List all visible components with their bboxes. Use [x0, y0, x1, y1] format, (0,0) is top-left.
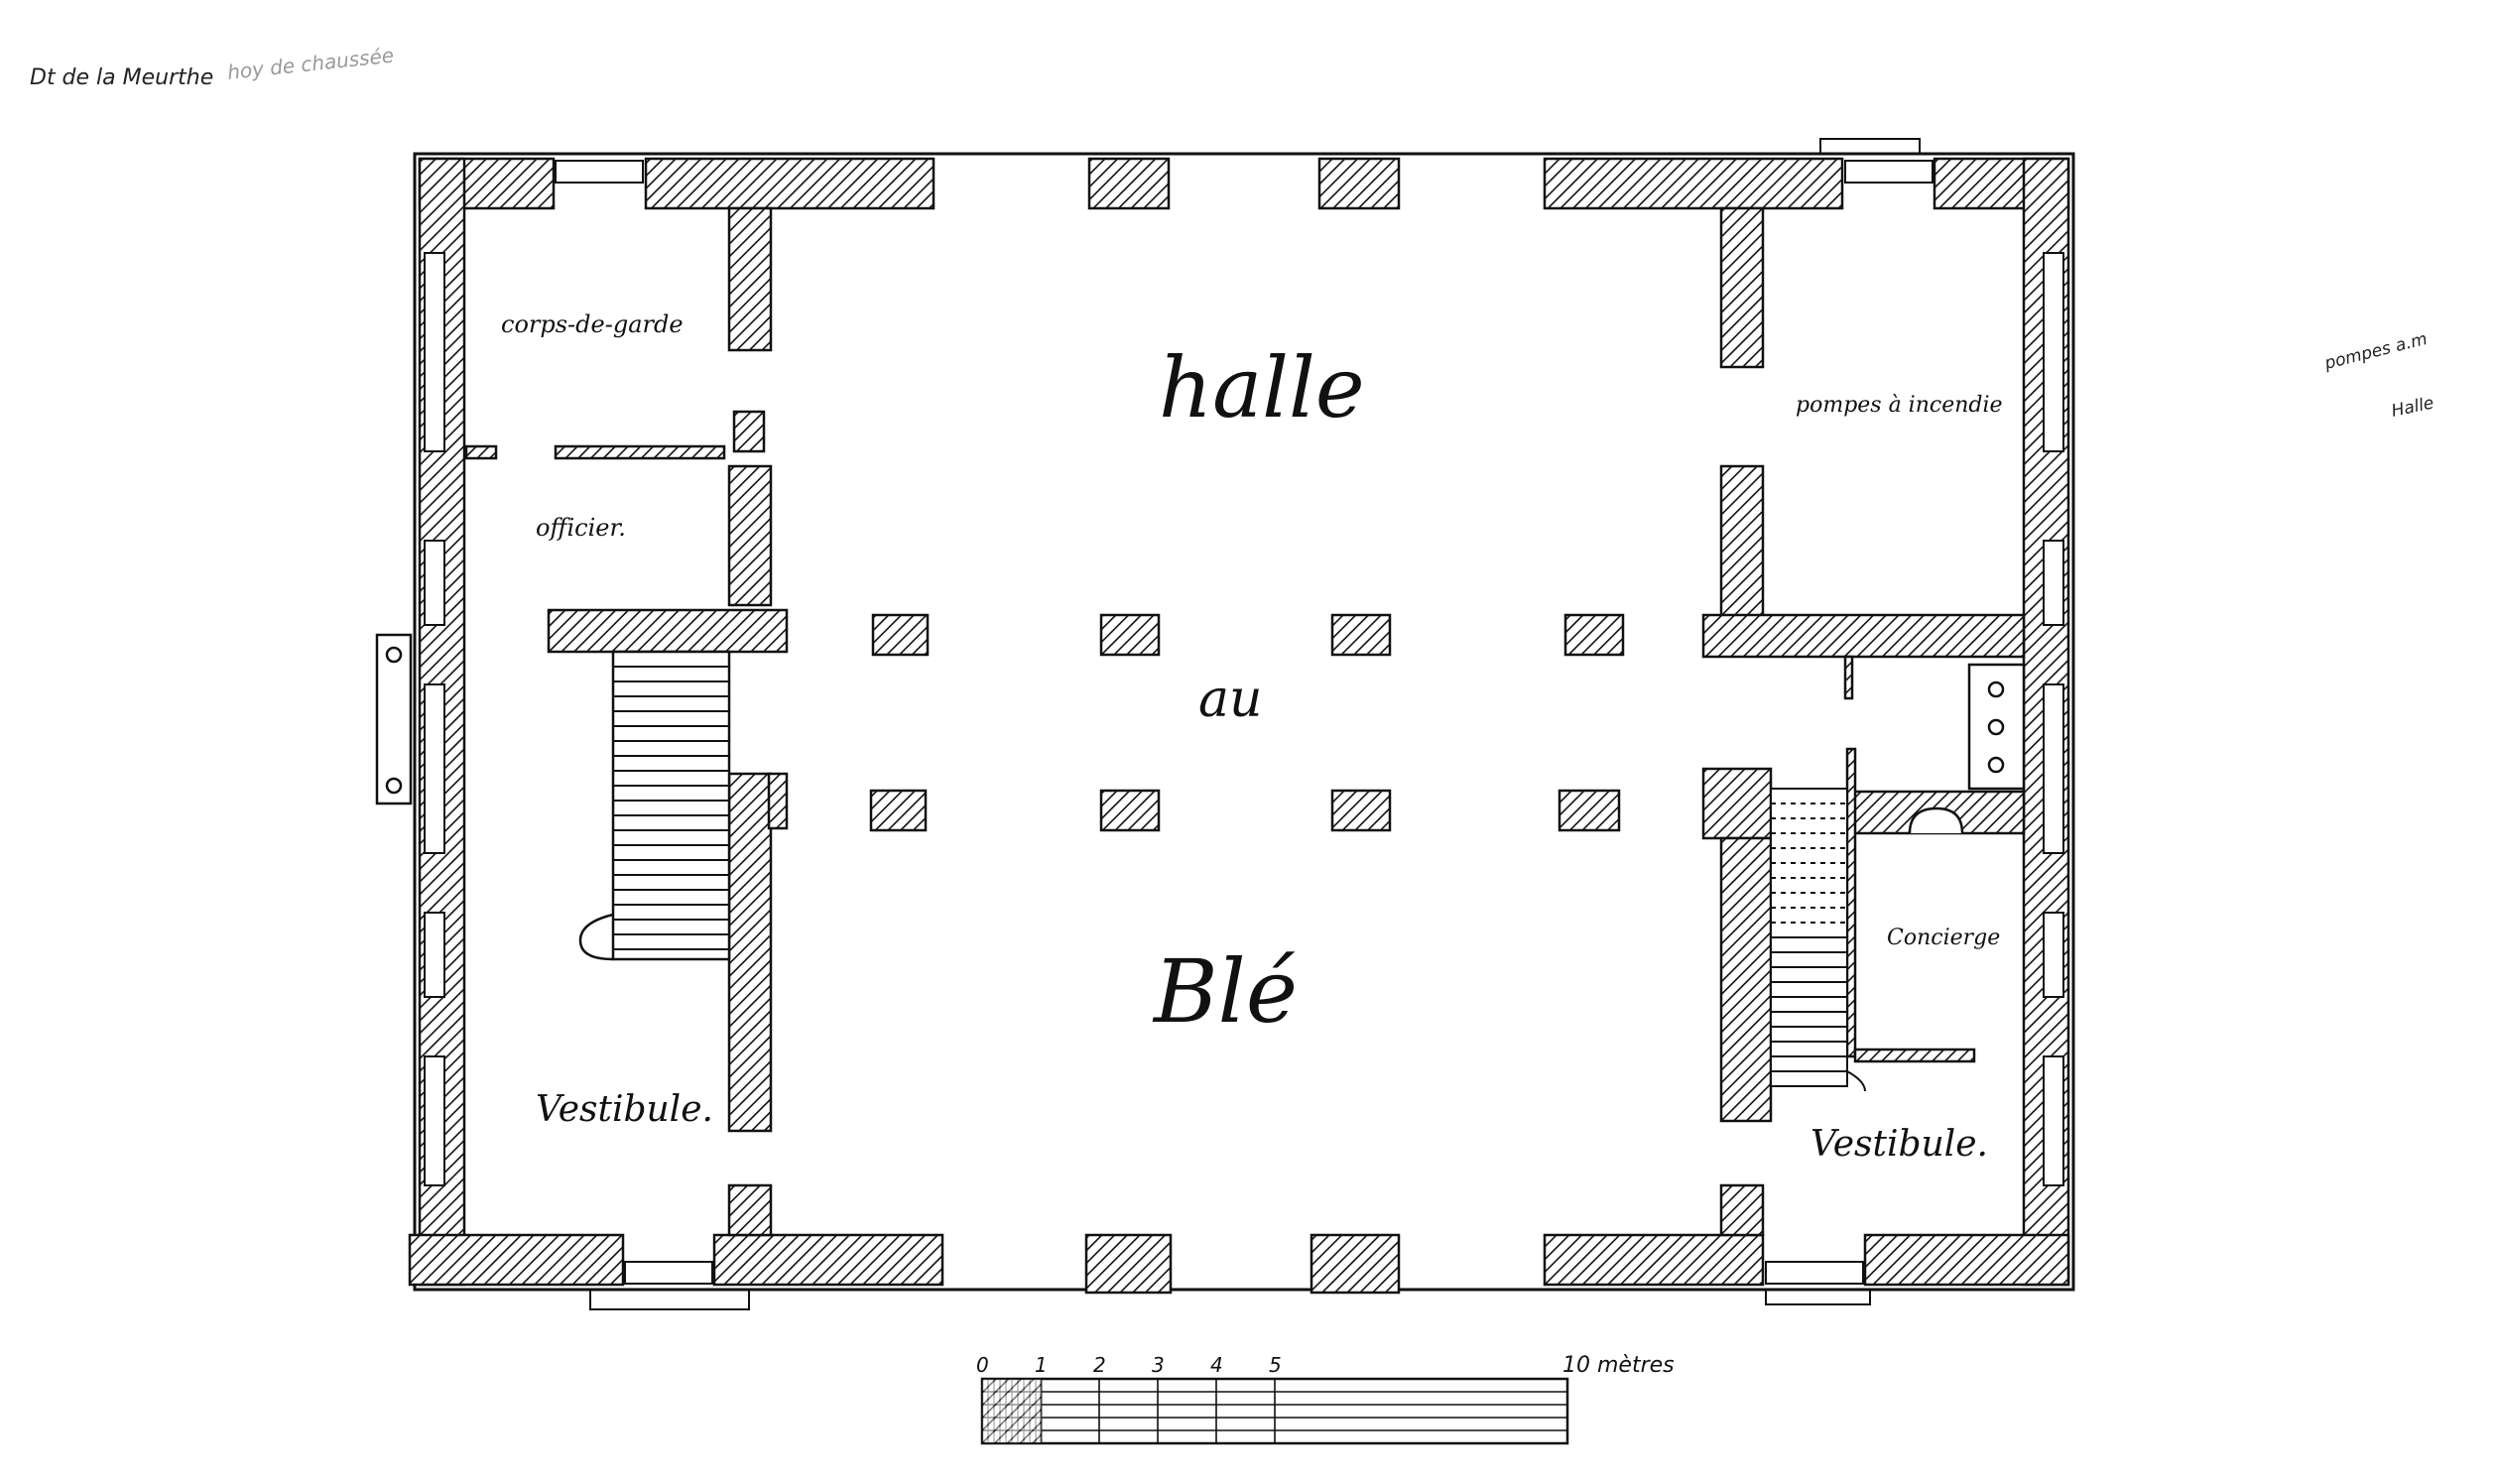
wall-bracket [375, 633, 413, 805]
hall-label-line3: Blé [1152, 940, 1298, 1043]
hall-label-line2: au [1198, 670, 1263, 729]
margin-note-hall: Halle [2390, 393, 2435, 422]
scale-tick-label: 4 [1210, 1353, 1223, 1377]
room-label-guard-room: corps-de-garde [501, 310, 684, 338]
scale-tick-label: 2 [1093, 1353, 1106, 1377]
entrance-steps [589, 138, 1921, 1310]
right-wing-walls [1701, 206, 2026, 1237]
window-openings [424, 160, 2064, 1285]
margin-note-pumps: pompes a.m [2321, 329, 2429, 374]
stove-box [1967, 663, 2026, 791]
concierge-partition [1843, 655, 1976, 1063]
hall-label-line1: halle [1159, 339, 1365, 436]
scale-tick-label: 0 [976, 1353, 989, 1377]
scale-bar: 0 1 2 3 4 5 10 mètres [976, 1353, 1675, 1445]
room-label-officer: officier. [536, 514, 626, 542]
hall-piers [869, 613, 1625, 832]
right-stair [1770, 788, 1866, 1092]
scale-tick-label: 3 [1152, 1353, 1165, 1377]
floor-level-note: hoy de chaussée [226, 43, 395, 83]
room-label-concierge: Concierge [1887, 926, 2000, 950]
department-note: Dt de la Meurthe [30, 65, 213, 90]
left-wing-walls [464, 206, 789, 1237]
scale-end-label: 10 mètres [1562, 1353, 1675, 1378]
room-label-fire-pumps: pompes à incendie [1796, 393, 2003, 418]
left-stair [578, 650, 731, 961]
room-label-vestibule-right: Vestibule. [1810, 1124, 1988, 1165]
room-label-vestibule-left: Vestibule. [536, 1089, 713, 1130]
fireplace [1908, 806, 1964, 834]
scale-tick-label: 1 [1035, 1353, 1048, 1377]
scale-tick-label: 5 [1269, 1353, 1282, 1377]
